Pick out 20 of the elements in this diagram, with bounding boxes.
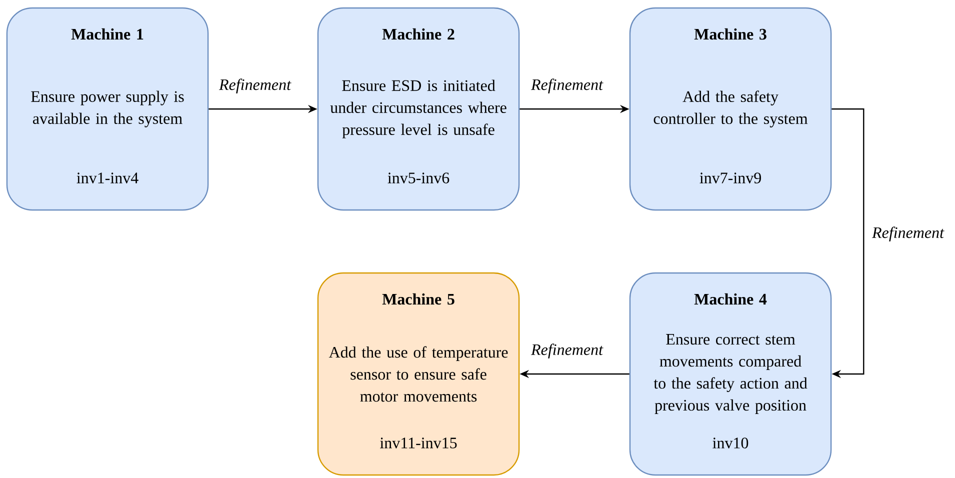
machine-description: Ensure correct stem movements compared to the safety action and previous valve position — [654, 334, 808, 414]
machine-description: Ensure power supply is available in the system — [31, 90, 184, 128]
machine-description: Add the use of temperature sensor to ensure safe motor movements — [328, 346, 508, 402]
machine-heading: Machine 3 — [694, 28, 766, 40]
machine-description: Ensure ESD is initiated under circumstances where pressure level is unsafe — [330, 80, 506, 138]
invariant-range: inv11-inv15 — [380, 438, 457, 448]
invariant-range: inv5-inv6 — [388, 172, 450, 184]
invariant-range: inv1-inv4 — [76, 172, 138, 184]
arrow — [832, 108, 864, 378]
machine-heading: Machine 4 — [694, 293, 767, 305]
invariant-range: inv7-inv9 — [700, 172, 761, 184]
edge-label: Refinement — [872, 226, 944, 242]
invariant-range: inv10 — [712, 438, 748, 448]
machine-heading: Machine 2 — [382, 28, 454, 40]
machine-heading: Machine 1 — [71, 28, 144, 40]
machine-description: Add the safety controller to the system — [654, 90, 808, 128]
edge-label: Refinement — [530, 78, 604, 94]
machine-heading: Machine 5 — [382, 293, 454, 305]
edge-label: Refinement — [530, 344, 604, 358]
edge-label: Refinement — [218, 78, 292, 94]
